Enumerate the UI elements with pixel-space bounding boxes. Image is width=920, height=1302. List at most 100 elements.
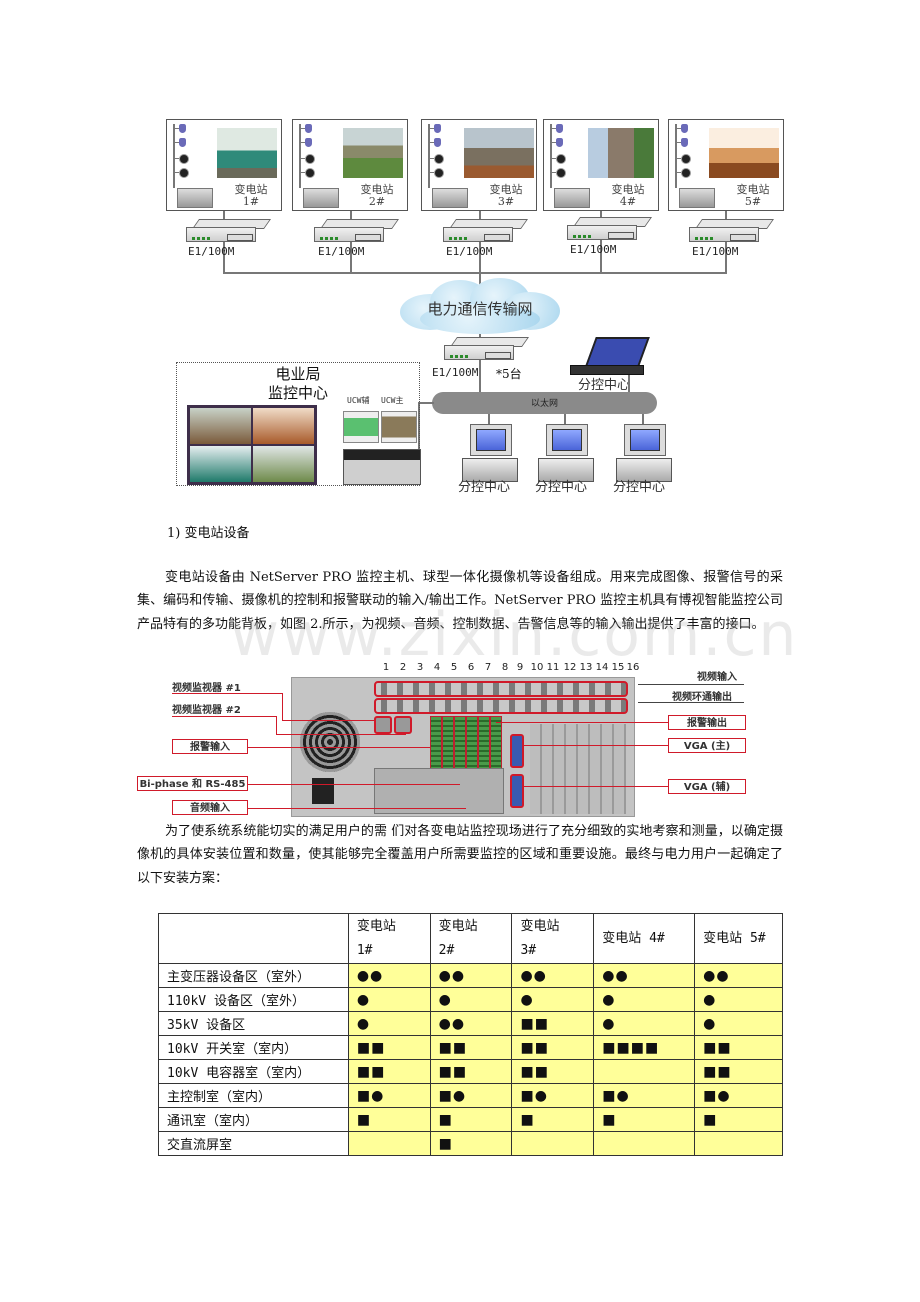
dome-camera-icon [173, 168, 189, 178]
camera-rail [173, 124, 175, 188]
router-icon [567, 217, 653, 241]
dome-camera-icon [299, 154, 315, 164]
paragraph-equipment: 变电站设备由 NetServer PRO 监控主机、球型一体化摄像机等设备组成。… [137, 570, 783, 632]
video-loop-connectors [374, 698, 628, 714]
table-row: 35kV 设备区 ● ●● ■■ ● ● [158, 1011, 783, 1036]
laptop-label: 分控中心 [578, 378, 631, 393]
dome-camera-icon [675, 168, 691, 178]
callout-monitor-2: 视频监视器 #2 [172, 705, 241, 716]
substation-photo [343, 128, 403, 178]
io-plate [374, 768, 504, 814]
monitoring-center: 电业局 监控中心 UCW辅 UCW主 [176, 362, 421, 486]
dome-camera-icon [675, 154, 691, 164]
central-router-label: E1/100M [432, 366, 479, 379]
substation-photo [464, 128, 534, 178]
router-icon [689, 219, 775, 243]
table-row: 主变压器设备区（室外） ●● ●● ●● ●● ●● [158, 963, 783, 988]
table-row: 10kV 电容器室（室内） ■■ ■■ ■■ ■■ [158, 1059, 783, 1084]
router-label: E1/100M [446, 245, 493, 258]
substation-photo [217, 128, 277, 178]
router-label: E1/100M [692, 245, 739, 258]
dome-camera-icon [428, 154, 444, 164]
table-row: 主控制室（室内） ■● ■● ■● ■● ■● [158, 1083, 783, 1108]
pc-label: 分控中心 [535, 480, 588, 495]
pc-label: 分控中心 [458, 480, 511, 495]
callout-video-input: 视频输入 [697, 672, 737, 683]
video-wall [187, 405, 317, 485]
callout-vga-aux: VGA (辅) [668, 779, 746, 794]
laptop-icon [570, 337, 654, 377]
table-row: 通讯室（室内） ■ ■ ■ ■ ■ [158, 1107, 783, 1132]
monitor-out-2 [394, 716, 412, 734]
video-input-connectors [374, 681, 628, 697]
router-icon [186, 219, 272, 243]
header-blank [158, 913, 349, 964]
ucw-aux-label: UCW辅 [347, 396, 370, 405]
cloud-label: 电力通信传输网 [427, 300, 533, 318]
ptz-camera-icon [299, 138, 313, 148]
table-row: 110kV 设备区（室外） ● ● ● ● ● [158, 987, 783, 1012]
dome-camera-icon [173, 154, 189, 164]
vga-aux-port [510, 774, 524, 808]
dvr-server-icon [679, 188, 715, 208]
callout-audio-input: 音频输入 [172, 800, 248, 815]
ptz-camera-icon [550, 124, 564, 134]
pc-icon [538, 424, 598, 482]
ucw-main-label: UCW主 [381, 396, 404, 405]
pc-icon [616, 424, 676, 482]
callout-alarm-output: 报警输出 [668, 715, 746, 730]
router-label: E1/100M [570, 243, 617, 256]
power-socket-icon [312, 778, 334, 804]
dvr-server-icon [303, 188, 339, 208]
pc-label: 分控中心 [613, 480, 666, 495]
table-row: 10kV 开关室（室内） ■■ ■■ ■■ ■■■■ ■■ [158, 1035, 783, 1060]
dome-camera-icon [550, 154, 566, 164]
monitor-out-1 [374, 716, 392, 734]
central-router-icon [444, 337, 530, 361]
section-heading: 1) 变电站设备 [167, 526, 250, 541]
table-row: 交直流屏室 ■ [158, 1131, 783, 1156]
ptz-camera-icon [173, 124, 187, 134]
ptz-camera-icon [299, 124, 313, 134]
dome-camera-icon [550, 168, 566, 178]
router-label: E1/100M [318, 245, 365, 258]
expansion-slots [530, 724, 626, 814]
router-count-label: *5台 [496, 367, 522, 381]
trunk-line [223, 272, 727, 274]
callout-video-loop: 视频环通输出 [672, 692, 732, 703]
callout-alarm-input: 报警输入 [172, 739, 248, 754]
substation-photo [588, 128, 654, 178]
router-icon [314, 219, 400, 243]
header-station-5: 变电站 5# [694, 913, 783, 964]
ptz-camera-icon [428, 138, 442, 148]
router-label: E1/100M [188, 245, 235, 258]
vga-main-port [510, 734, 524, 768]
dome-camera-icon [428, 168, 444, 178]
dvr-server-icon [554, 188, 590, 208]
monitor-icon [343, 411, 379, 443]
dvr-server-icon [432, 188, 468, 208]
paragraph-survey: 为了使系统系统能切实的满足用户的需 们对各变电站监控现场进行了充分细致的实地考察… [137, 824, 783, 886]
transmission-network-cloud: 电力通信传输网 [400, 278, 560, 334]
callout-vga-main: VGA (主) [668, 738, 746, 753]
server-icon [343, 449, 421, 485]
ptz-camera-icon [550, 138, 564, 148]
substation-photo [709, 128, 779, 178]
ethernet-label: 以太网 [530, 399, 558, 409]
header-station-4: 变电站 4# [593, 913, 696, 964]
ptz-camera-icon [173, 138, 187, 148]
dome-camera-icon [299, 168, 315, 178]
